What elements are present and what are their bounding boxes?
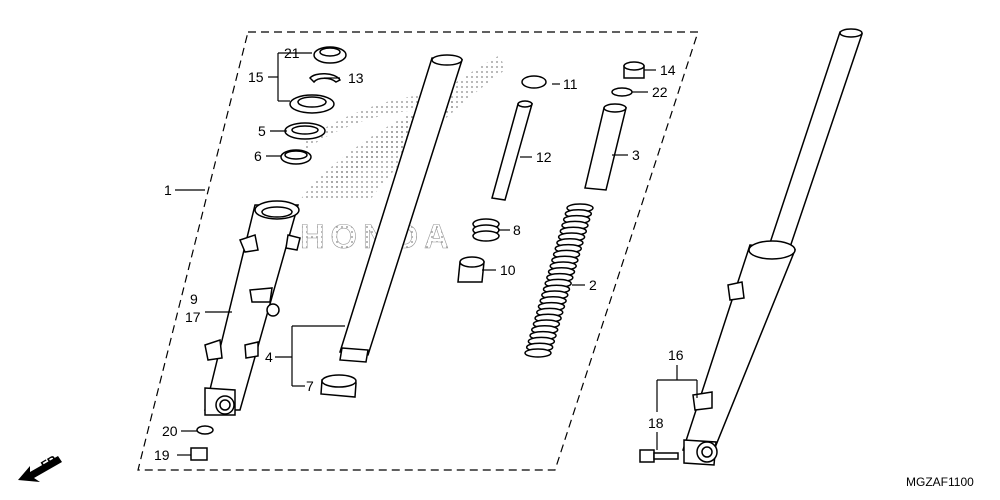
bolt-18-part (639, 449, 679, 463)
spacer-tube-part (584, 103, 627, 191)
callout-18: 18 (648, 415, 664, 431)
callout-6: 6 (254, 148, 262, 164)
callout-10: 10 (500, 262, 516, 278)
callout-20: 20 (162, 423, 178, 439)
callout-19: 19 (154, 447, 170, 463)
diagram-code: MGZAF1100 (906, 475, 974, 489)
callout-4: 4 (265, 349, 273, 365)
callout-5: 5 (258, 123, 266, 139)
front-direction-indicator: FR. (18, 451, 62, 482)
callout-2: 2 (589, 277, 597, 293)
bolt-19-part (190, 425, 214, 461)
rebound-spring-part (457, 218, 500, 283)
callout-labels: 21 15 13 5 6 1 9 17 4 7 11 12 8 10 2 3 1… (154, 45, 684, 463)
callout-15: 15 (248, 69, 264, 85)
bushing-part (320, 374, 357, 398)
seal-stack (280, 46, 347, 165)
assembly-boundary (137, 31, 699, 471)
callout-12: 12 (536, 149, 552, 165)
fork-spring-part (524, 203, 594, 358)
callout-11: 11 (563, 76, 578, 92)
fork-slider-part (204, 200, 301, 416)
callout-13: 13 (348, 70, 364, 86)
complete-fork-assembly (682, 28, 864, 466)
fork-tube-part (339, 54, 464, 363)
callout-16: 16 (668, 347, 684, 363)
front-arrow-icon (18, 456, 62, 482)
callout-9: 9 (190, 291, 198, 307)
callout-1: 1 (164, 182, 172, 198)
cap-bolt-part (611, 61, 645, 97)
leader-lines (175, 52, 698, 456)
callout-21: 21 (284, 45, 300, 61)
callout-17: 17 (185, 309, 201, 325)
callout-3: 3 (632, 147, 640, 163)
spring-coil (524, 348, 552, 358)
callout-7: 7 (306, 378, 314, 394)
callout-8: 8 (513, 222, 521, 238)
callout-14: 14 (660, 62, 676, 78)
damper-rod-part (491, 75, 547, 201)
callout-22: 22 (652, 84, 668, 100)
